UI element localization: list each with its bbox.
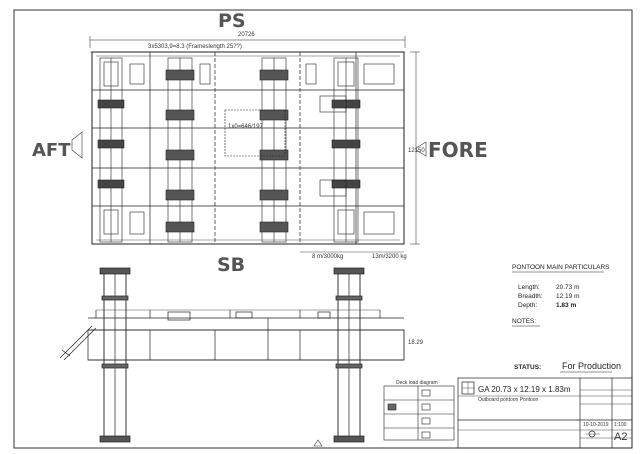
sheet-center-mark (313, 439, 323, 447)
side-view-dim: 18.29 (408, 340, 424, 346)
title-block (457, 377, 633, 449)
status-value: For Production (562, 361, 622, 371)
frame-column-aft (97, 57, 125, 243)
drawing-title: GA 20.73 x 12.19 x 1.83m (478, 385, 571, 394)
sheet-size: A2 (614, 431, 628, 443)
breadth-value: 12.19 m (556, 293, 580, 300)
center-dim: 1x0=646/197 (228, 124, 263, 130)
plan-view (89, 36, 420, 253)
particulars-heading: PONTOON MAIN PARTICULARS (512, 264, 610, 271)
breadth-key: Breadth: (518, 293, 543, 300)
depth-value: 1.83 m (556, 302, 577, 309)
frame-column-2 (165, 57, 195, 243)
side-view (59, 267, 405, 443)
end-markers (71, 131, 427, 159)
plan-frame-columns (97, 57, 395, 243)
depth-key: Depth: (518, 302, 538, 309)
bollard-note-1: 8 m/3000kg (312, 254, 344, 260)
key-diagram (383, 385, 455, 441)
length-key: Length: (518, 284, 540, 291)
bollard-note-2: 13m/3200 kg (372, 254, 407, 260)
notes-label: NOTES: (512, 318, 537, 325)
length-value: 20.73 m (556, 284, 580, 291)
drawing-scale: 1:100 (614, 422, 627, 428)
width-dim: 12150 (408, 148, 425, 154)
status-label: STATUS: (514, 364, 542, 371)
fore-label: FORE (428, 138, 488, 162)
frame-spacing-note: 3x5303,9=8.3 (Frameslength 25??) (148, 44, 242, 50)
drawing-date: 10-10-2019 (583, 422, 609, 428)
ps-label: PS (218, 10, 246, 32)
drawing-subtitle: Outboard pontoon Pontoon (478, 397, 539, 403)
frame-column-3 (259, 57, 289, 243)
sheet-border (13, 9, 633, 449)
particulars-panel (512, 271, 612, 373)
key-diagram-heading: Deck load diagram (396, 380, 438, 386)
overall-length-dim: 20726 (238, 32, 255, 38)
sb-label: SB (217, 254, 246, 276)
aft-label: AFT (32, 140, 71, 161)
